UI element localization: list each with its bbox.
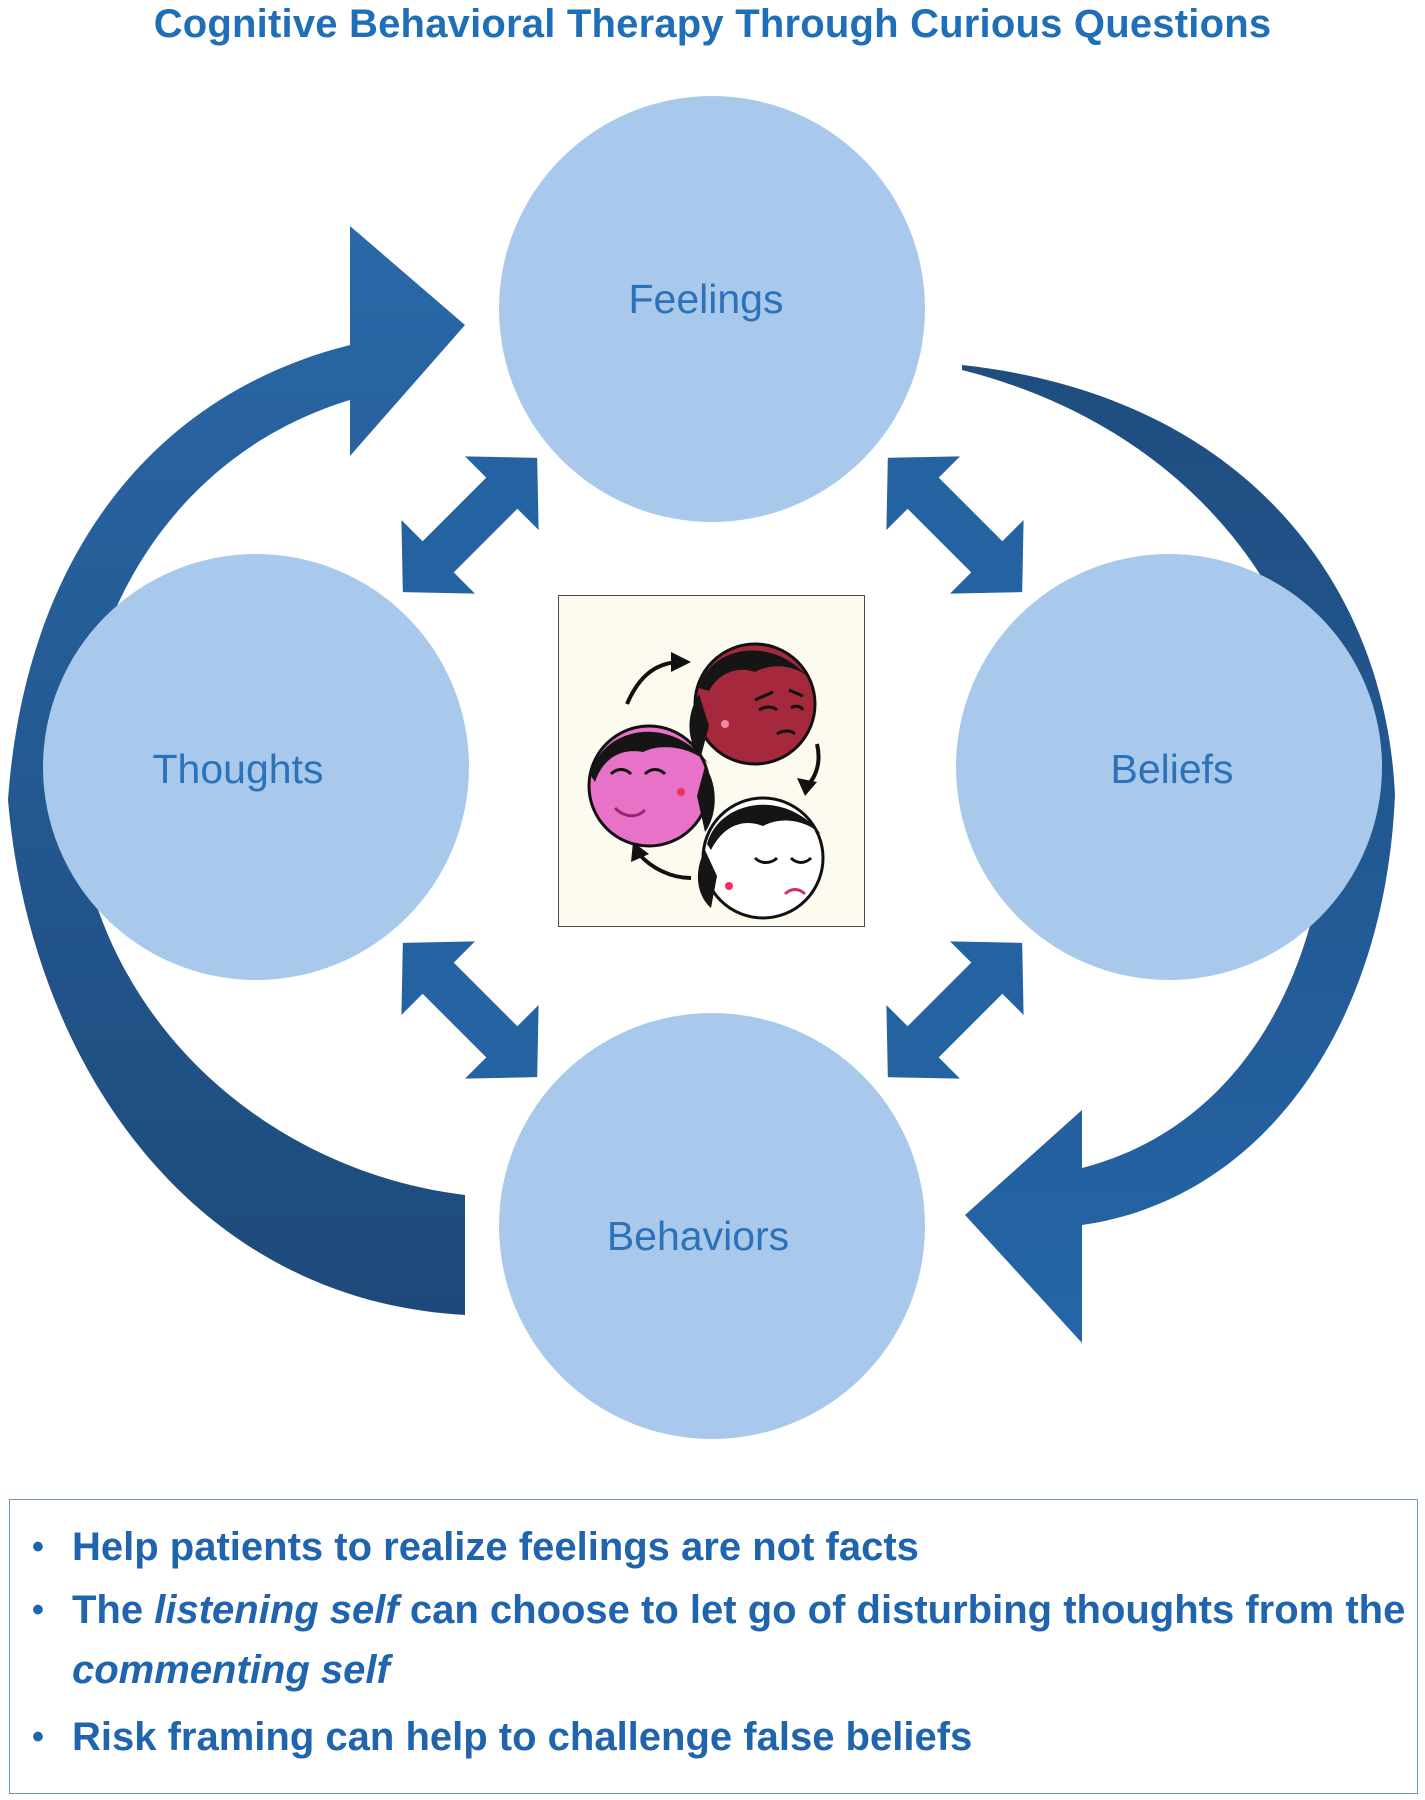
double-arrow-thoughts-feelings	[401, 456, 539, 594]
cycle-arrow-right	[962, 250, 1395, 1343]
bullet-item: • Risk framing can help to challenge fal…	[32, 1704, 1417, 1770]
beliefs-circle	[956, 554, 1382, 980]
bullet-text-2-pre: The	[72, 1588, 155, 1632]
arrowhead-icon	[671, 652, 691, 672]
curved-arrow-icon	[805, 743, 821, 788]
double-arrow-feelings-beliefs	[886, 456, 1024, 594]
sad-face-icon	[697, 796, 825, 920]
bullet-text-2-emphasis-commenting: commenting self	[72, 1648, 390, 1692]
thoughts-label: Thoughts	[153, 746, 324, 792]
cycle-arrow-left	[8, 226, 465, 1315]
key-points-box: • Help patients to realize feelings are …	[9, 1499, 1418, 1794]
beliefs-label: Beliefs	[1110, 746, 1233, 792]
emotion-faces-illustration	[558, 595, 865, 927]
bullet-dot-icon: •	[32, 1718, 44, 1756]
angry-face-icon	[689, 642, 817, 766]
diagram-title: Cognitive Behavioral Therapy Through Cur…	[153, 2, 1272, 46]
bullet-text-2-mid: can choose to let go of disturbing thoug…	[398, 1588, 1406, 1632]
bullet-dot-icon: •	[32, 1591, 44, 1629]
bullet-text-3: Risk framing can help to challenge false…	[72, 1715, 973, 1759]
arrowhead-icon	[797, 778, 817, 796]
arrowhead-icon	[631, 842, 649, 862]
bullet-text-2-emphasis-listening: listening self	[154, 1588, 399, 1632]
thoughts-circle	[43, 554, 469, 980]
happy-face-icon	[587, 724, 715, 848]
feelings-label: Feelings	[629, 276, 784, 322]
bullet-text-1: Help patients to realize feelings are no…	[72, 1525, 919, 1569]
curved-arrow-icon	[625, 660, 678, 705]
bullet-item: • The listening self can choose to let g…	[32, 1580, 1417, 1700]
curved-arrow-icon	[637, 852, 692, 880]
behaviors-circle	[499, 1013, 925, 1439]
double-arrow-beliefs-behaviors	[886, 941, 1024, 1079]
double-arrow-thoughts-behaviors	[401, 941, 539, 1079]
bullet-dot-icon: •	[32, 1528, 44, 1566]
bullet-item: • Help patients to realize feelings are …	[32, 1514, 1417, 1580]
feelings-circle	[499, 96, 925, 522]
behaviors-label: Behaviors	[607, 1213, 789, 1259]
